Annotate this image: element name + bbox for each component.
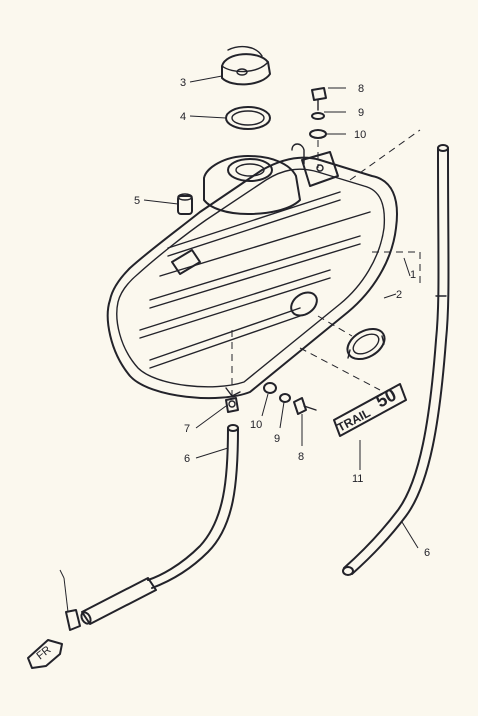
callout-spring-low: 9 (274, 433, 280, 445)
callout-cock: 7 (184, 423, 190, 435)
callout-damper: 5 (134, 195, 140, 207)
callout-side-cap: 2 (396, 289, 402, 301)
front-marker-text: FR (34, 644, 53, 663)
callout-hose-left: 6 (184, 453, 190, 465)
callout-emblem: 11 (352, 473, 363, 485)
callout-washer-top: 9 (358, 107, 364, 119)
callout-bolt-top: 8 (358, 83, 364, 95)
callout-gasket: 4 (180, 111, 186, 123)
callout-bolt-low: 8 (298, 451, 304, 463)
breather-hose-right (342, 144, 450, 576)
rubber-damper (177, 193, 193, 215)
filler-gasket (225, 106, 271, 130)
plain-washer-top (309, 129, 327, 139)
front-direction-arrow: FR (27, 639, 63, 669)
mount-bolt-low (293, 397, 317, 415)
callout-tank: 1 (410, 269, 416, 281)
fuel-tank (106, 143, 398, 400)
side-cap (346, 327, 386, 361)
plain-washer-low (263, 382, 277, 394)
fuel-hose-left (80, 424, 239, 625)
callout-washer-low: 10 (250, 419, 262, 431)
lock-washer-low (279, 393, 291, 403)
hose-clip (63, 577, 81, 631)
lock-washer-top (311, 112, 325, 120)
mount-bolt-top (311, 87, 327, 111)
callout-washer-top2: 10 (354, 129, 366, 141)
filler-cap (221, 45, 271, 86)
trail50-emblem: TRAIL 50 (333, 383, 407, 437)
fuel-cock (225, 397, 239, 413)
callout-hose-right: 6 (424, 547, 430, 559)
callout-filler-cap: 3 (180, 77, 186, 89)
